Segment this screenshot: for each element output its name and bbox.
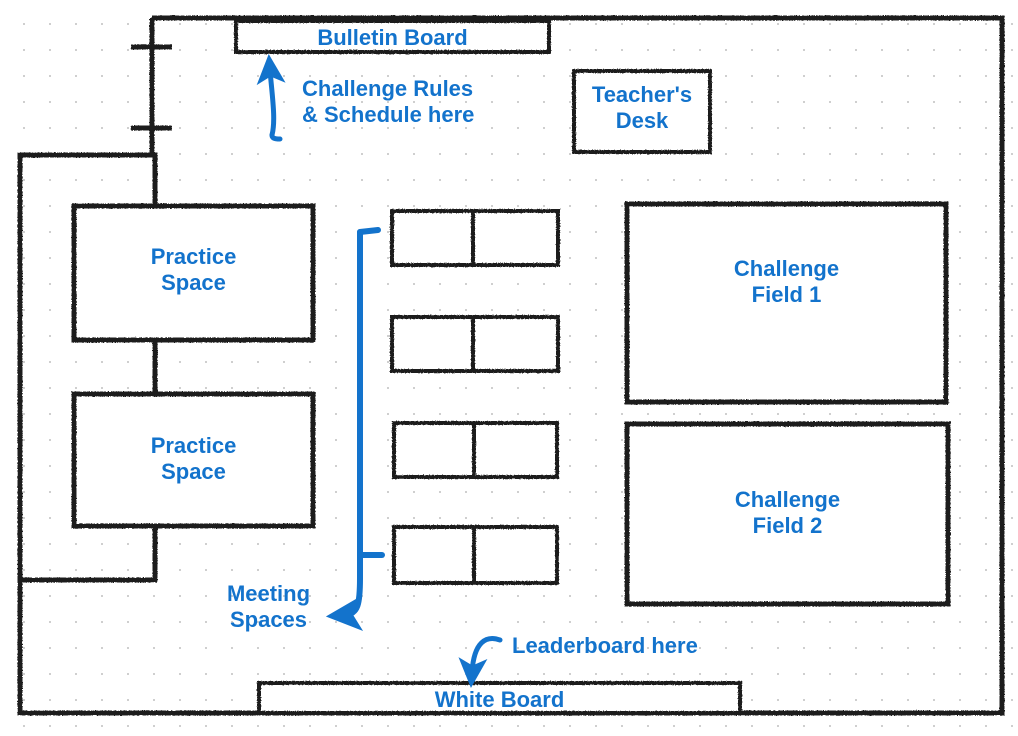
- meeting-spaces-arrow: [325, 575, 364, 632]
- challenge-field-1-shape[interactable]: [624, 201, 949, 405]
- room-outer-wall: [17, 15, 1005, 716]
- table-pair-2-shape[interactable]: [390, 315, 560, 373]
- meeting-spaces-bracket: [357, 227, 385, 581]
- white-board-shape[interactable]: [257, 681, 742, 715]
- table-pair-3-shape[interactable]: [392, 421, 559, 479]
- practice-space-2-shape[interactable]: [71, 391, 316, 529]
- challenge-field-2-shape[interactable]: [624, 421, 951, 607]
- bulletin-board-shape[interactable]: [234, 19, 551, 54]
- challenge-rules-arrow: [256, 54, 286, 142]
- practice-space-1-shape[interactable]: [71, 203, 316, 343]
- leaderboard-arrow: [458, 636, 503, 688]
- teachers-desk-shape[interactable]: [572, 69, 712, 154]
- table-pair-4-shape[interactable]: [392, 525, 559, 585]
- table-pair-1-shape[interactable]: [390, 209, 560, 267]
- doorway-marks: [131, 44, 172, 131]
